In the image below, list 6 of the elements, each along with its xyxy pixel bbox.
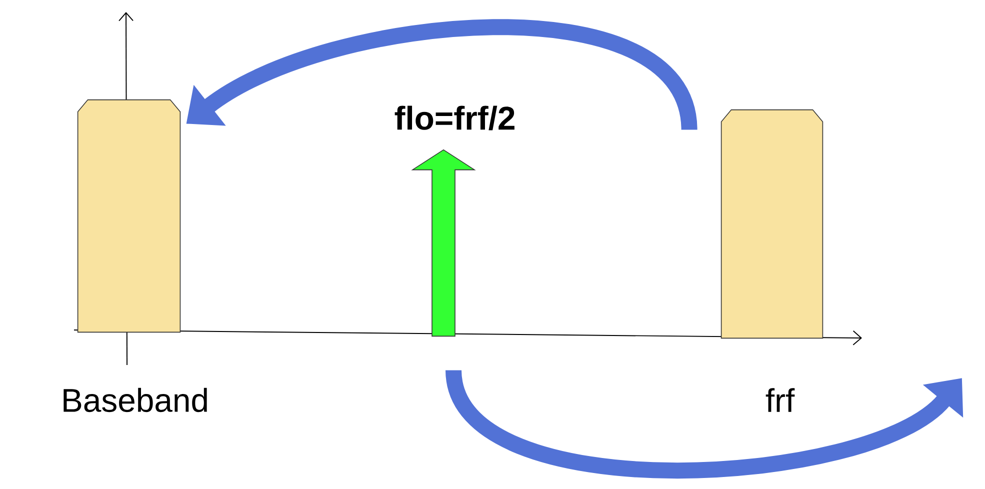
spectrum-band [77,99,181,333]
frequency-label: frf [766,388,795,412]
spectrum-band [720,109,824,339]
frequency-label: Baseband [64,388,207,412]
frequency-label: flo=frf/2 [394,106,514,130]
oscillator-arrow [411,149,476,337]
